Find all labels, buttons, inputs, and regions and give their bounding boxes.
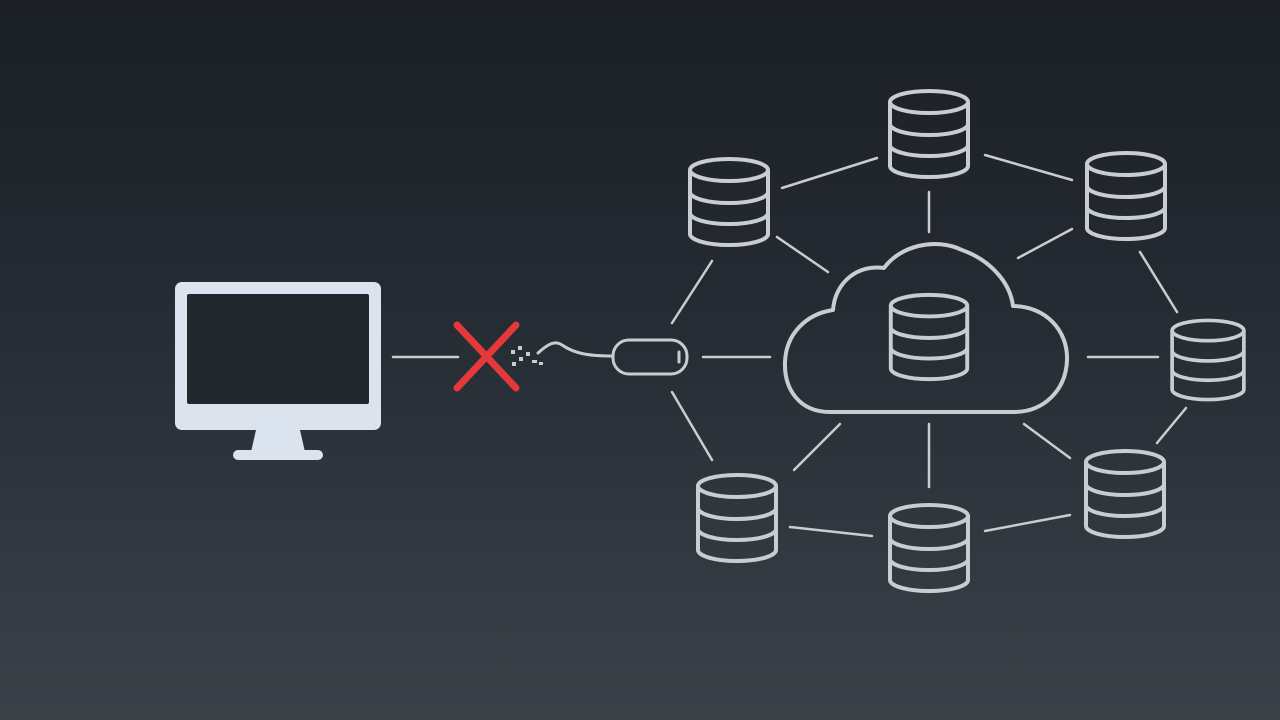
cloud-icon — [782, 241, 1070, 414]
edge-cloud-db-bottom-left — [792, 422, 842, 472]
edge-plug-db-top-left — [670, 259, 714, 325]
cloud-database-icon — [888, 292, 970, 382]
database-icon-bottom-right — [1084, 449, 1166, 539]
database-icon-right — [1170, 318, 1246, 402]
edge-db-bottom-left-db-bottom — [788, 525, 874, 538]
edge-db-top-left-cloud — [775, 235, 830, 274]
database-icon-top — [888, 89, 970, 179]
connection-lines — [391, 153, 1188, 538]
edge-db-top-right-db-right — [1138, 250, 1179, 314]
database-icon-bottom-left — [696, 473, 778, 563]
monitor-icon — [175, 282, 381, 460]
edge-db-top-left-db-top — [780, 156, 879, 190]
edge-cloud-db-bottom-right — [1022, 422, 1072, 460]
edge-db-right-db-bottom-right — [1155, 406, 1188, 445]
unplugged-cable-icon — [536, 338, 689, 376]
database-icon-bottom — [888, 503, 970, 593]
edge-db-bottom-db-bottom-right — [983, 513, 1072, 533]
edge-db-top-right-cloud — [1016, 227, 1074, 260]
database-icon-top-right — [1085, 151, 1167, 241]
database-icon-top-left — [688, 157, 770, 247]
edge-db-top-db-top-right — [983, 153, 1074, 182]
red-x-icon — [453, 321, 520, 392]
edge-plug-db-bottom-left — [670, 390, 714, 462]
spark-icon — [511, 346, 543, 366]
